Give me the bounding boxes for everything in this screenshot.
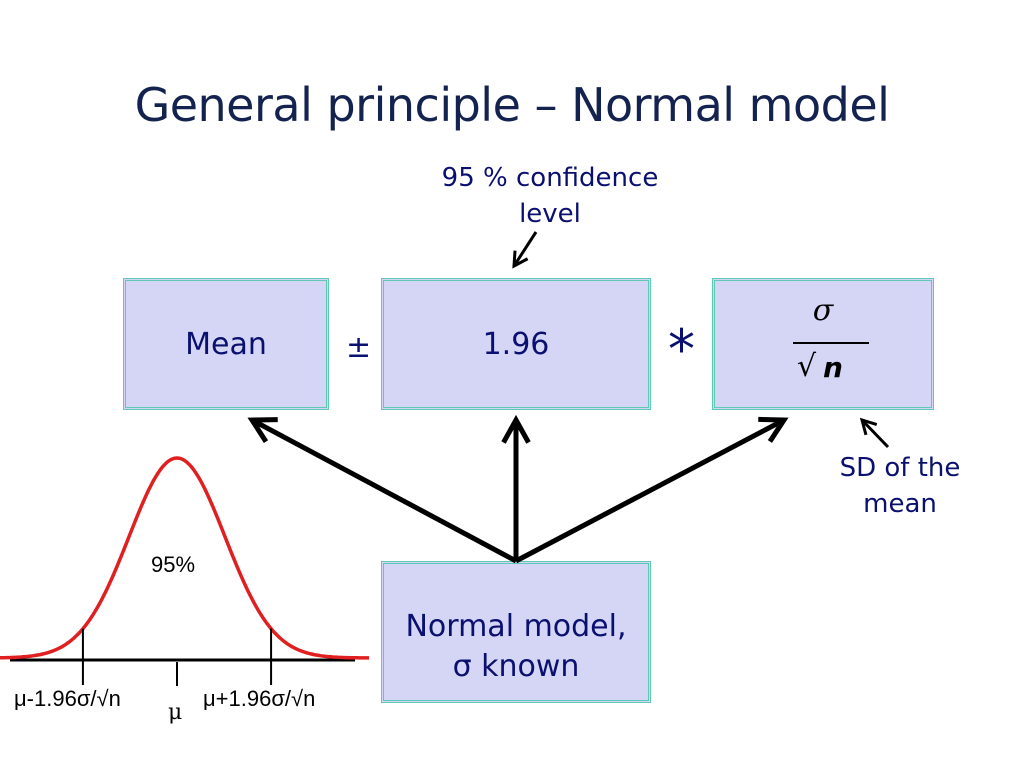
normal-model-box: Normal model, σ known bbox=[381, 561, 651, 703]
n-denominator: n bbox=[823, 351, 843, 384]
coverage-label: 95% bbox=[151, 552, 196, 577]
sd-note-line2: mean bbox=[863, 489, 937, 519]
upper-limit-label: μ+1.96σ/√n bbox=[203, 686, 316, 711]
standard-error-box: σ √ n bbox=[712, 278, 934, 410]
confidence-note-line2: level bbox=[519, 199, 581, 229]
confidence-level-note: 95 % confidence level bbox=[420, 160, 680, 232]
model-line2: σ known bbox=[452, 649, 580, 684]
arrow-sd-note bbox=[862, 420, 890, 449]
density-curve bbox=[0, 456, 369, 660]
lower-limit-label: μ-1.96σ/√n bbox=[14, 686, 121, 711]
confidence-note-line1: 95 % confidence bbox=[441, 163, 659, 193]
multiplier-box: 1.96 bbox=[381, 278, 651, 410]
mean-box: Mean bbox=[123, 278, 329, 410]
times-operator: * bbox=[668, 318, 695, 381]
fraction-bar bbox=[793, 342, 869, 344]
plus-minus-operator: ± bbox=[346, 330, 372, 365]
square-root-symbol: √ bbox=[797, 349, 817, 384]
sigma-numerator: σ bbox=[812, 293, 834, 328]
sd-of-mean-note: SD of the mean bbox=[820, 450, 980, 522]
sigma-over-root-n-fraction: σ √ n bbox=[715, 281, 931, 407]
multiplier-label: 1.96 bbox=[482, 327, 550, 362]
arrow-to-mean bbox=[252, 420, 518, 564]
page-title: General principle – Normal model bbox=[134, 78, 890, 132]
arrow-confidence-note bbox=[514, 231, 538, 266]
mu-label: μ bbox=[168, 700, 183, 725]
sd-note-line1: SD of the bbox=[839, 453, 961, 483]
arrow-to-standard-error bbox=[514, 420, 784, 564]
mean-label: Mean bbox=[185, 327, 267, 362]
model-line1: Normal model, bbox=[405, 609, 627, 644]
normal-curve bbox=[0, 456, 369, 686]
